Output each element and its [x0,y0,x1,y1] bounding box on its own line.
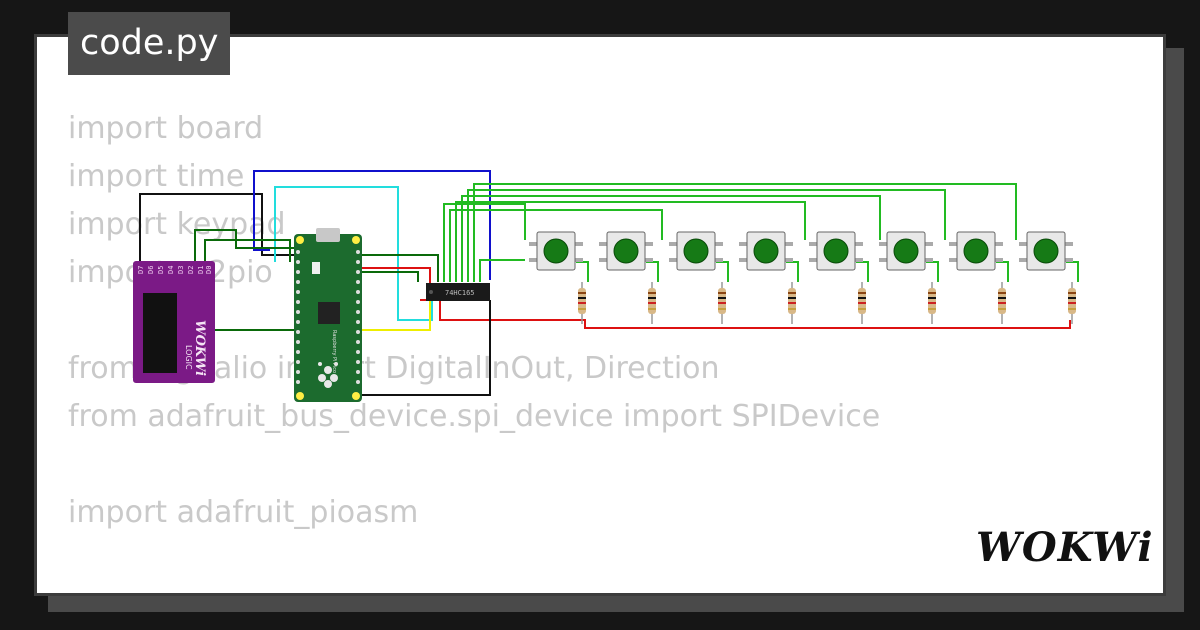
analyzer-pin-label: D1 [197,266,205,274]
logic-analyzer[interactable]: D7 D6 D5 D4 D3 D2 D1 D0 WOKWi LOGIC [133,261,215,383]
wire-green [455,201,806,282]
pushbutton[interactable] [809,231,863,271]
code-line: import adafruit_pioasm [68,495,419,530]
pushbutton[interactable] [879,231,933,271]
resistor[interactable] [578,282,586,324]
wire-green [473,183,1017,282]
wire-green [1066,261,1079,282]
code-line: import board [68,111,264,146]
resistor[interactable] [788,282,796,324]
wire-red [439,300,1071,329]
wire-green [467,189,946,282]
pushbutton[interactable] [1019,231,1073,271]
wire-green [461,195,881,282]
wire-green-dark [358,271,419,282]
pushbutton[interactable] [529,231,583,271]
wire-green [449,209,663,282]
wire-black [360,300,491,396]
wire-cyan [274,186,433,321]
analyzer-pin-label: D7 [137,266,145,274]
wire-green [856,261,869,282]
resistors [578,282,1076,324]
wire-green [996,261,1009,282]
resistor[interactable] [718,282,726,324]
resistor[interactable] [1068,282,1076,324]
wire-green [926,261,939,282]
wire-green [576,261,589,282]
resistor[interactable] [858,282,866,324]
analyzer-brand: WOKWi [192,320,207,376]
pico-logo [318,362,338,388]
pushbutton[interactable] [739,231,793,271]
code-line: class PicoNeopixel(GPIO [68,585,880,593]
chip-label: 74HC165 [445,289,475,297]
code-line: from adafruit_bus_device.spi_device impo… [68,399,881,434]
pico-label: Raspberry Pi Pico [331,330,337,373]
wire-green-dark [358,254,439,282]
wire-green [646,261,659,282]
pushbuttons [529,231,1073,271]
wire-green [443,203,526,282]
analyzer-pin-label: D6 [147,266,155,274]
wire-green-dark [204,239,291,262]
wire-green [716,261,729,282]
resistor[interactable] [648,282,656,324]
shift-register-chip[interactable]: 74HC165 [426,283,490,301]
pushbutton[interactable] [599,231,653,271]
analyzer-pin-label: D5 [157,266,165,274]
wire-green [479,259,525,282]
resistor[interactable] [998,282,1006,324]
raspberry-pi-pico[interactable]: Raspberry Pi Pico [294,228,362,402]
wire-green [786,261,799,282]
analyzer-pin-label: D4 [167,266,175,274]
wires [139,170,1079,396]
resistor[interactable] [928,282,936,324]
pushbutton[interactable] [669,231,723,271]
analyzer-sub: LOGIC [184,345,193,370]
pushbutton[interactable] [949,231,1003,271]
file-title: code.py [68,12,231,75]
analyzer-pin-label: D3 [177,266,185,274]
rp2040-chip [318,302,340,324]
code-line: import time [68,159,245,194]
wire-yellow [360,300,431,331]
analyzer-pin-label: D0 [205,266,213,274]
analyzer-pin-label: D2 [187,266,195,274]
usb-connector [316,228,340,242]
wire-blue [253,170,491,280]
wokwi-logo: WOKWi [976,524,1154,571]
wire-green-dark [194,229,298,262]
